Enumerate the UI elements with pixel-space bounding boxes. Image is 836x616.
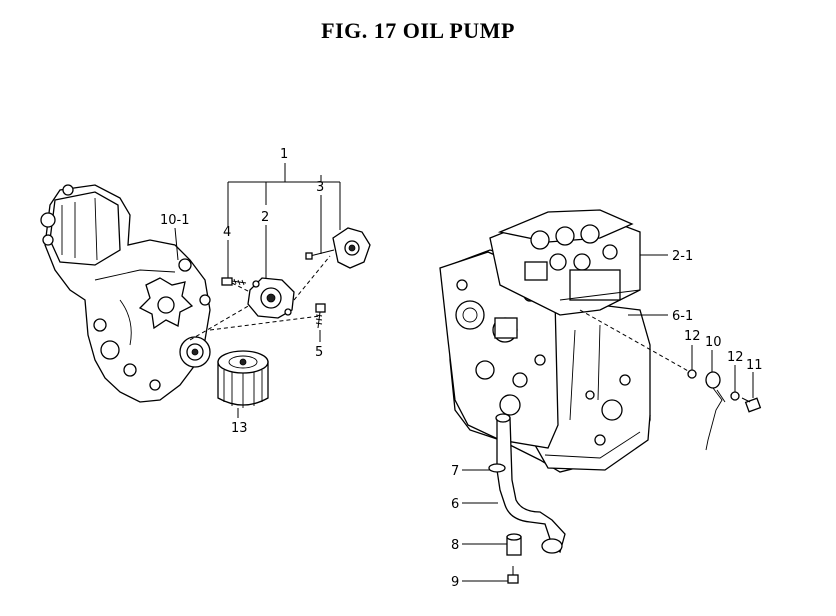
bolt-9 bbox=[507, 566, 519, 584]
bolt-4 bbox=[221, 277, 247, 286]
callout-8: 8 bbox=[451, 538, 459, 553]
pump-cover-assembly bbox=[305, 227, 371, 269]
callout-6-1: 6-1 bbox=[672, 309, 693, 324]
callout-9: 9 bbox=[451, 575, 459, 590]
oil-pump-body bbox=[247, 277, 295, 319]
oil-strainer-pipe bbox=[495, 413, 566, 554]
callout-6: 6 bbox=[451, 497, 459, 512]
callout-13: 13 bbox=[231, 421, 248, 436]
figure-title: FIG. 17 OIL PUMP bbox=[321, 18, 515, 43]
strainer-cap-8 bbox=[506, 533, 522, 556]
callout-4: 4 bbox=[223, 225, 231, 240]
callout-12-right: 12 bbox=[727, 350, 744, 365]
callout-1: 1 bbox=[280, 147, 288, 162]
callout-2-1: 2-1 bbox=[672, 249, 693, 264]
callout-11: 11 bbox=[746, 358, 763, 373]
callout-5: 5 bbox=[315, 345, 323, 360]
callout-2: 2 bbox=[261, 210, 269, 225]
bolt-5 bbox=[315, 303, 326, 329]
callout-10-1: 10-1 bbox=[160, 213, 190, 228]
engine-block bbox=[439, 209, 651, 473]
gear-case-cover bbox=[40, 184, 211, 403]
callout-3: 3 bbox=[316, 180, 324, 195]
o-ring-7 bbox=[488, 463, 506, 473]
callout-7: 7 bbox=[451, 464, 459, 479]
dipstick-guide-assembly bbox=[687, 369, 762, 451]
oil-filter bbox=[217, 350, 269, 408]
callout-12-left: 12 bbox=[684, 329, 701, 344]
callout-10: 10 bbox=[705, 335, 722, 350]
